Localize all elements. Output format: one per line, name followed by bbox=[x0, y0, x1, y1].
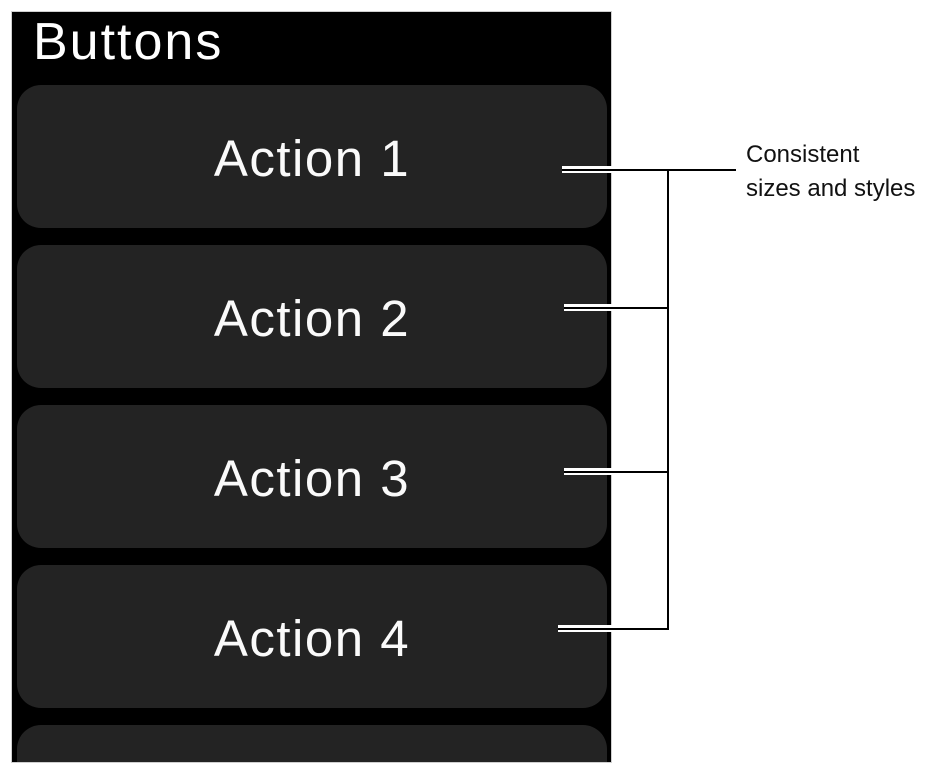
action-button-5-partial[interactable] bbox=[17, 725, 607, 762]
screen-title: Buttons bbox=[33, 13, 224, 71]
action-button-label: Action 4 bbox=[213, 610, 411, 667]
callout-line-3 bbox=[564, 471, 669, 473]
callout-line-2 bbox=[564, 307, 669, 309]
action-button-2[interactable]: Action 2 bbox=[17, 245, 607, 388]
button-list: Action 1 Action 2 Action 3 Action 4 bbox=[17, 85, 607, 762]
callout-bracket-vertical-line bbox=[667, 169, 669, 630]
action-button-label: Action 1 bbox=[213, 130, 411, 187]
annotation-line-1: Consistent bbox=[746, 141, 860, 168]
callout-line-4 bbox=[558, 628, 669, 630]
annotation-label: Consistent sizes and styles bbox=[746, 138, 915, 206]
callout-line-1 bbox=[562, 169, 736, 171]
action-button-1[interactable]: Action 1 bbox=[17, 85, 607, 228]
annotation-line-2: sizes and styles bbox=[746, 175, 916, 202]
action-button-label: Action 2 bbox=[213, 290, 411, 347]
watch-screen: Buttons Action 1 Action 2 Action 3 Actio… bbox=[12, 12, 611, 762]
action-button-label: Action 3 bbox=[213, 450, 411, 507]
action-button-4[interactable]: Action 4 bbox=[17, 565, 607, 708]
action-button-3[interactable]: Action 3 bbox=[17, 405, 607, 548]
